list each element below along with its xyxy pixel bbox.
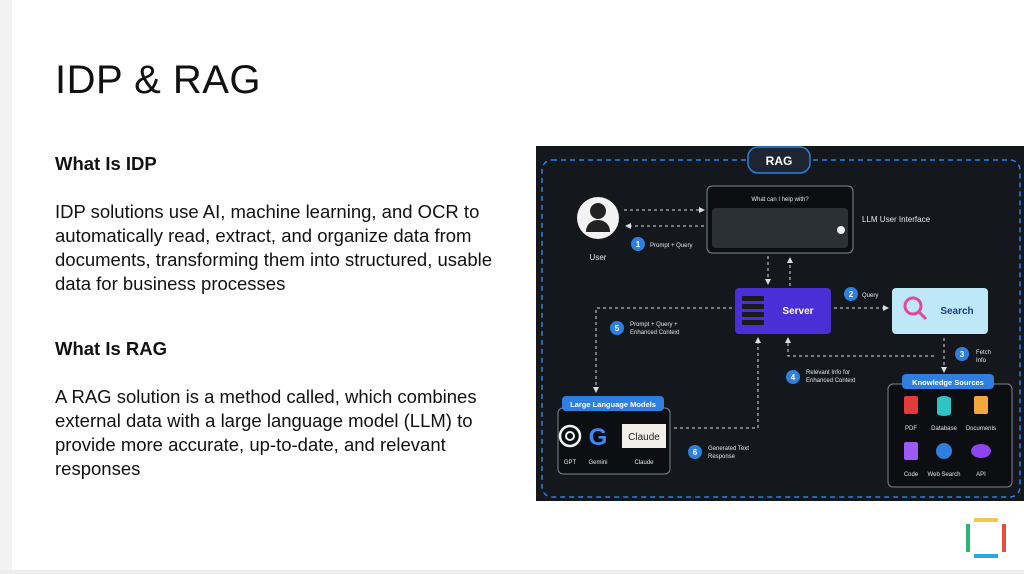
step-5: 5 Prompt + Query + Enhanced Context (610, 321, 680, 336)
svg-text:1: 1 (636, 240, 641, 249)
svg-text:Database: Database (931, 426, 957, 432)
code-icon (904, 442, 918, 460)
gemini-icon: G (589, 424, 608, 451)
claude-icon: Claude (622, 424, 666, 448)
slide-edge (0, 0, 12, 574)
svg-text:5: 5 (615, 324, 620, 333)
slide-title: IDP & RAG (55, 58, 262, 102)
svg-text:Claude: Claude (628, 432, 660, 443)
ui-prompt: What can I help with? (751, 197, 809, 203)
step-4: 4 Relevant Info for Enhanced Context (786, 370, 856, 384)
llm-group-title: Large Language Models (570, 400, 656, 409)
idp-heading: What Is IDP (55, 153, 157, 174)
svg-text:Fetch: Fetch (976, 350, 991, 356)
svg-text:Enhanced Context: Enhanced Context (806, 378, 856, 384)
brand-logo-icon (966, 518, 1006, 558)
rag-description: A RAG solution is a method called, which… (55, 386, 477, 479)
svg-text:PDF: PDF (905, 426, 917, 432)
step-1: 1 Prompt + Query (631, 237, 693, 251)
knowledge-sources: Knowledge Sources PDF Database Documents… (887, 374, 1013, 488)
svg-text:Prompt + Query: Prompt + Query (650, 243, 693, 249)
pdf-icon (904, 396, 918, 414)
svg-text:4: 4 (791, 373, 796, 382)
rag-heading: What Is RAG (55, 338, 168, 359)
svg-text:2: 2 (849, 290, 854, 299)
svg-text:Query: Query (862, 293, 878, 299)
web-search-icon (936, 443, 952, 459)
user-label: User (590, 253, 607, 262)
svg-text:Claude: Claude (634, 460, 654, 466)
rag-diagram: RAG User What can I help with? LLM User … (536, 146, 1024, 501)
api-icon (971, 444, 991, 458)
server-node: Server (735, 288, 831, 334)
svg-text:GPT: GPT (564, 460, 577, 466)
svg-text:Prompt + Query +: Prompt + Query + (630, 322, 678, 328)
llm-ui-node: What can I help with? LLM User Interface (706, 185, 931, 254)
svg-text:Response: Response (708, 454, 736, 460)
svg-text:Generated Text: Generated Text (708, 446, 749, 452)
step-2: 2 Query (844, 287, 878, 301)
idp-description: IDP solutions use AI, machine learning, … (55, 201, 493, 294)
svg-text:Documents: Documents (966, 426, 996, 432)
ks-title: Knowledge Sources (912, 378, 984, 387)
rag-diagram-svg: RAG User What can I help with? LLM User … (541, 146, 1021, 498)
svg-text:Gemini: Gemini (588, 460, 607, 466)
svg-text:6: 6 (693, 448, 698, 457)
svg-text:G: G (589, 424, 608, 451)
llm-group: Large Language Models GPT G Gemini Claud… (557, 396, 671, 475)
database-icon (937, 396, 951, 416)
rag-title-pill: RAG (747, 146, 811, 174)
step-6: 6 Generated Text Response (688, 445, 749, 460)
gpt-icon (558, 424, 582, 448)
search-label: Search (940, 306, 973, 317)
svg-text:Relevant Info for: Relevant Info for (806, 370, 850, 376)
search-node: Search (892, 288, 988, 334)
svg-text:Code: Code (904, 472, 919, 478)
svg-text:Info: Info (976, 358, 987, 364)
slide-bottom-edge (0, 570, 1024, 574)
documents-icon (974, 396, 988, 414)
server-label: Server (782, 306, 813, 317)
user-node: User (577, 197, 619, 262)
svg-text:Web Search: Web Search (928, 472, 961, 478)
ui-label: LLM User Interface (862, 215, 931, 224)
svg-text:Enhanced Context: Enhanced Context (630, 330, 680, 336)
svg-text:3: 3 (960, 350, 965, 359)
svg-text:API: API (976, 472, 986, 478)
step-3: 3 Fetch Info (955, 347, 991, 364)
rag-title: RAG (766, 154, 793, 168)
